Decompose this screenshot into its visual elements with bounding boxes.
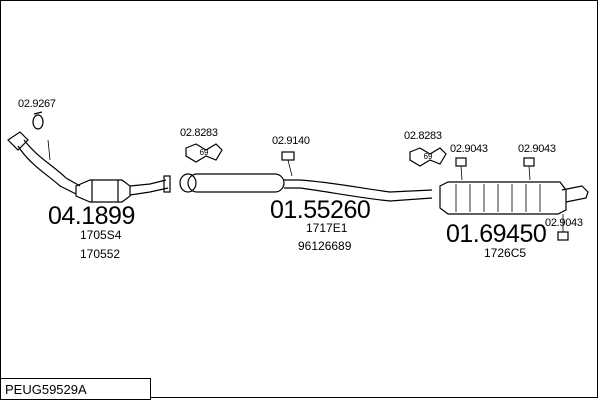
ref-gasket-1: 02.8283 (180, 127, 218, 139)
ref-rubber-1: 02.9043 (450, 143, 488, 155)
gasket-2 (409, 147, 447, 167)
middle-oem-2: 96126689 (298, 239, 352, 253)
ref-rubber-2: 02.9043 (518, 143, 556, 155)
rear-silencer (439, 181, 567, 215)
tail-pipe (561, 185, 589, 203)
middle-part-number: 01.55260 (270, 196, 371, 224)
front-pipe (17, 139, 81, 195)
gasket-1-badge: 69 (200, 148, 209, 157)
ref-rubber-3: 02.9043 (545, 217, 583, 229)
bracket-mid (281, 151, 295, 161)
front-outlet-pipe (129, 179, 169, 196)
middle-pipe (284, 179, 433, 202)
middle-silencer (187, 173, 285, 193)
clamp-a-ring (32, 114, 44, 130)
front-flange (163, 175, 171, 193)
rubber-3 (557, 231, 569, 241)
ref-gasket-2: 02.8283 (404, 130, 442, 142)
front-oem-1: 1705S4 (80, 228, 122, 242)
catalytic-converter (75, 179, 131, 203)
ref-bracket-mid: 02.9140 (272, 135, 310, 147)
ref-clamp-a: 02.9267 (18, 98, 56, 110)
footer-code-box: PEUG59529A (0, 378, 151, 400)
rear-oem-1: 1726C5 (484, 246, 527, 260)
rubber-1 (455, 157, 467, 167)
footer-code: PEUG59529A (5, 382, 87, 397)
rubber-2 (523, 157, 535, 167)
front-oem-2: 170552 (80, 247, 121, 261)
front-part-number: 04.1899 (48, 202, 135, 230)
gasket-2-badge: 69 (424, 152, 433, 161)
middle-oem-1: 1717E1 (306, 221, 348, 235)
gasket-1 (185, 143, 223, 163)
rear-part-number: 01.69450 (446, 220, 547, 248)
front-pipe-outline (7, 131, 29, 151)
